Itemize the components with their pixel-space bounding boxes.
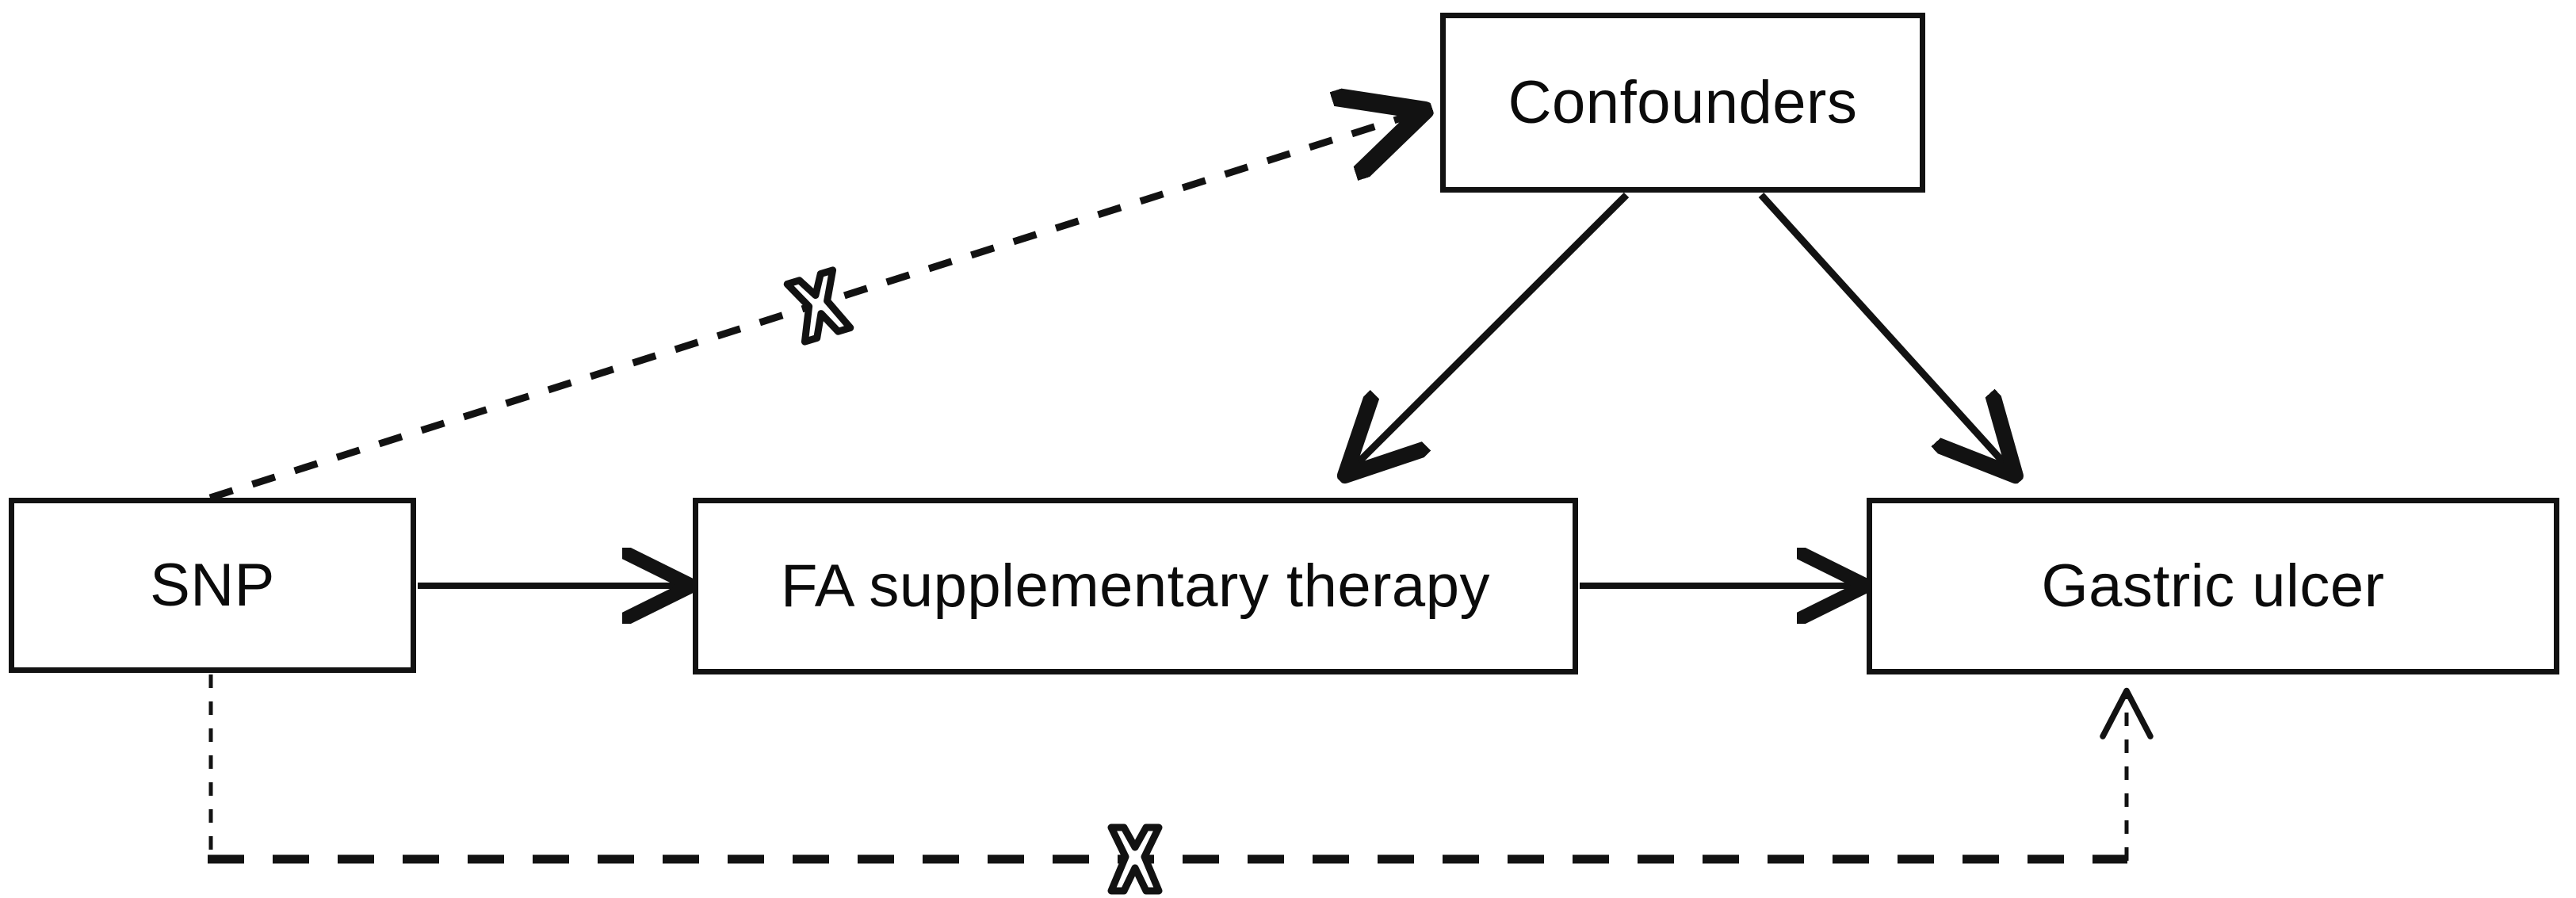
node-confounders-label: Confounders	[1508, 68, 1858, 136]
node-confounders[interactable]: Confounders	[1440, 13, 1925, 193]
x-cross-icon	[1107, 823, 1163, 895]
node-gastric-ulcer-label: Gastric ulcer	[2041, 552, 2385, 620]
node-fa-supplementary-therapy-label: FA supplementary therapy	[781, 552, 1490, 620]
node-gastric-ulcer[interactable]: Gastric ulcer	[1867, 498, 2559, 674]
node-snp[interactable]: SNP	[9, 498, 416, 673]
node-snp-label: SNP	[150, 551, 275, 619]
edge-snp-to-gastric-direct	[208, 674, 2154, 864]
edge-confounders-to-gastric	[1758, 192, 2013, 473]
node-fa-supplementary-therapy[interactable]: FA supplementary therapy	[693, 498, 1578, 674]
edge-confounders-to-fa	[1347, 192, 1630, 473]
x-cross-icon	[783, 266, 854, 346]
